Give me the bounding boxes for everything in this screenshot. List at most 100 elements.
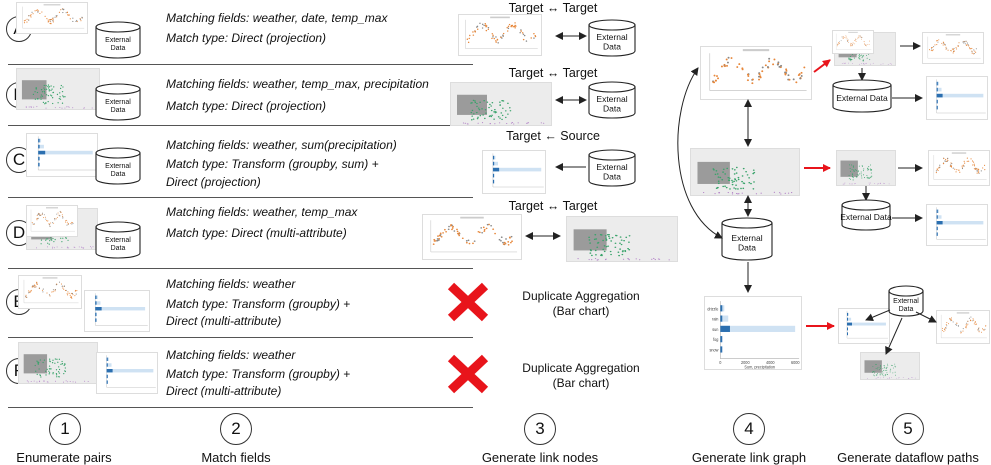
external-data-label: External [596,162,627,172]
link-arc [677,67,723,239]
link-header-d: Target ↔ Target [508,199,598,213]
external-data-label: External [596,94,627,104]
external-data-label: Data [603,42,621,52]
link-header-c: Target ← Source [506,129,600,143]
bar-chart-thumbnail [482,150,546,194]
match-text: Matching fields: weather, sum(precipitat… [166,138,397,152]
bar-chart-thumbnail [926,204,988,246]
match-text: Match type: Transform (groupby) + [166,367,351,381]
scatter-thumbnail [422,214,522,260]
match-text: Direct (multi-attribute) [166,314,282,328]
svg-text:fog: fog [713,337,718,342]
scatter-thumbnail [832,30,874,54]
match-text: Match type: Transform (groupby) + [166,297,351,311]
bar-chart-thumbnail [96,352,158,394]
link-header-a: Target ↔ Target [508,1,598,15]
step-circle-3: 3 [524,413,556,445]
brushed-scatter-thumbnail [566,216,678,262]
link-header-b: Target ↔ Target [508,66,598,80]
bar-chart-thumbnail [84,290,150,332]
external-data-label: Data [111,107,126,114]
external-data-label: Data [111,171,126,178]
bar-chart-thumbnail [26,133,98,177]
match-text: Direct (projection) [166,175,261,189]
step-circle-4: 4 [733,413,765,445]
scatter-thumbnail [936,310,990,344]
step-label-4: Generate link graph [691,450,807,465]
brushed-scatter-thumbnail [836,150,896,186]
row-divider [8,197,473,198]
brushed-scatter-thumbnail [450,82,552,126]
step-circle-1: 1 [49,413,81,445]
match-text: Matching fields: weather, date, temp_max [166,11,388,25]
external-data-label: External [105,37,131,44]
external-data-cylinder: External Data [840,199,892,231]
svg-text:4000: 4000 [766,360,775,365]
svg-text:sun: sun [712,327,718,332]
external-data-label: Data [738,243,756,253]
external-data-label: Data [111,45,126,52]
step-label-3: Generate link nodes [481,450,599,465]
match-text: Matching fields: weather, temp_max [166,205,358,219]
row-divider [8,125,473,126]
brushed-scatter-thumbnail [16,68,100,110]
external-data-label: External [596,32,627,42]
match-text: Match type: Transform (groupby, sum) + [166,157,379,171]
arrow [885,317,903,355]
scatter-thumbnail [16,2,88,34]
duplicate-label-f: Duplicate Aggregation(Bar chart) [522,361,640,390]
svg-text:6000: 6000 [791,360,800,365]
external-data-label: Data [603,172,621,182]
brushed-scatter-thumbnail [18,342,98,384]
step-circle-5: 5 [892,413,924,445]
row-divider [8,268,473,269]
reject-cross-icon [447,354,489,394]
match-text: Direct (multi-attribute) [166,384,282,398]
external-data-label: Data [899,306,914,313]
svg-text:2000: 2000 [741,360,750,365]
arrow [813,59,831,73]
match-text: Matching fields: weather [166,348,296,362]
scatter-thumbnail [928,150,990,186]
row-divider [8,64,473,65]
reject-cross-icon [447,282,489,322]
external-data-label: Data [603,104,621,114]
scatter-thumbnail [922,32,984,64]
match-text: Matching fields: weather, temp_max, prec… [166,77,429,91]
svg-text:drizzle: drizzle [707,306,719,311]
arrow [865,309,891,321]
external-data-label: External [731,233,762,243]
step-label-2: Match fields [201,450,271,465]
row-divider [8,337,473,338]
external-data-label: External Data [836,93,888,103]
bar-chart-thumbnail [926,76,988,120]
arrow [915,311,937,323]
scatter-thumbnail [18,275,82,309]
match-text: Match type: Direct (multi-attribute) [166,226,347,240]
svg-text:rain: rain [712,317,718,322]
scatter-thumbnail [26,205,78,237]
svg-text:Sum, precipitation: Sum, precipitation [744,364,775,369]
step-label-1: Enumerate pairs [16,450,112,465]
external-data-cylinder: External Data [832,79,892,113]
step-circle-2: 2 [220,413,252,445]
external-data-label: External Data [840,212,892,222]
svg-text:0: 0 [719,360,722,365]
match-text: Match type: Direct (projection) [166,99,327,113]
external-data-label: External [105,99,131,106]
external-data-label: External [105,237,131,244]
external-data-label: External [893,298,919,305]
match-text: Match type: Direct (projection) [166,31,327,45]
svg-text:snow: snow [709,347,718,352]
external-data-label: Data [111,245,126,252]
external-data-label: External [105,163,131,170]
